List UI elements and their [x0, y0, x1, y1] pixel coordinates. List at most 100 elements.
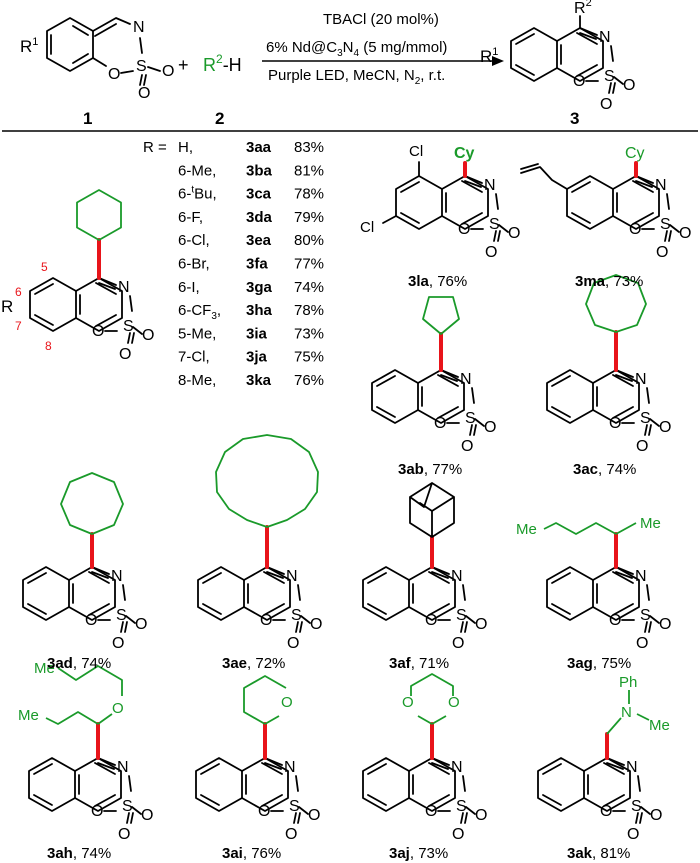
reactant-2-label: 2 [215, 109, 224, 128]
table-row: H, 3aa 83% [178, 139, 324, 156]
label-3ab: 3ab, 77% [398, 461, 462, 478]
compound-3ag: Me Me [516, 515, 673, 653]
general-structure: R 5 6 7 8 [1, 189, 156, 364]
compound-3aj: O O [362, 673, 489, 844]
cl-label-2: Cl [360, 219, 374, 236]
compound-3ai: O [195, 675, 322, 844]
yield-cell: 75% [294, 349, 324, 366]
me-label: Me [18, 707, 39, 724]
compound-3ah: O Me Me [18, 660, 155, 844]
product-3-label: 3 [570, 109, 579, 128]
ph-label: Ph [619, 674, 637, 691]
label-3af: 3af, 71% [389, 655, 449, 672]
cy-label: Cy [454, 145, 475, 162]
substituent-cell: 6-Br, [178, 256, 210, 273]
label-3ac: 3ac, 74% [573, 461, 636, 478]
yield-cell: 81% [294, 162, 324, 179]
yield-cell: 80% [294, 232, 324, 249]
r-label: R [1, 297, 13, 316]
table-row: 6-Cl, 3ea 80% [178, 232, 324, 249]
label-3ag: 3ag, 75% [567, 655, 631, 672]
label-3la: 3la, 76% [408, 273, 467, 290]
substituent-cell: H, [178, 139, 193, 156]
r2-label: R2 [574, 0, 592, 17]
cy-label: Cy [625, 145, 645, 162]
substituent-cell: 6-Cl, [178, 232, 210, 249]
yield-cell: 77% [294, 256, 324, 273]
label-3ae: 3ae, 72% [222, 655, 285, 672]
yield-cell: 79% [294, 209, 324, 226]
substituent-cell: 5-Me, [178, 325, 216, 342]
label-3ad: 3ad, 74% [47, 655, 111, 672]
o-label: O [281, 694, 293, 711]
substituent-cell: 6-CF3, [178, 302, 221, 322]
position-6: 6 [15, 285, 22, 299]
compound-3ab [371, 296, 498, 456]
label-3ai: 3ai, 76% [222, 845, 281, 862]
substituent-cell: 7-Cl, [178, 349, 210, 366]
label-3ma: 3ma, 73% [575, 273, 643, 290]
compound-3ak: N Ph Me [537, 674, 670, 844]
reagent-2: R2-H [203, 52, 242, 75]
condition-line-1: TBACl (20 mol%) [323, 11, 439, 28]
atom-o2: O [162, 63, 174, 80]
yield-cell: 78% [294, 302, 324, 319]
reaction-header: N S O O O R1 1 + R2-H 2 TBACl (20 mol%) … [20, 0, 637, 128]
position-7: 7 [15, 319, 22, 333]
position-8: 8 [45, 339, 52, 353]
reactant-1-label: 1 [83, 109, 92, 128]
yield-cell: 76% [294, 372, 324, 389]
compound-code-cell: 3aa [246, 139, 272, 156]
plus-sign: + [178, 55, 189, 75]
me-label-2: Me [34, 660, 55, 677]
table-header: R = [143, 139, 167, 156]
label-3ah: 3ah, 74% [47, 845, 111, 862]
compound-code-cell: 3ia [246, 325, 268, 342]
substituent-cell: 6-F, [178, 209, 203, 226]
yield-cell: 78% [294, 186, 324, 203]
table-row: 8-Me, 3ka 76% [178, 372, 324, 389]
substituent-cell: 6-Me, [178, 162, 216, 179]
atom-s: S [136, 58, 147, 75]
o-label: O [448, 694, 460, 711]
condition-line-2: 6% Nd@C3N4 (5 mg/mmol) [266, 39, 447, 59]
yield-cell: 73% [294, 325, 324, 342]
arrow-head [492, 56, 504, 66]
me-label: Me [649, 717, 670, 734]
o-label-2: O [402, 694, 414, 711]
compound-code-cell: 3ga [246, 279, 273, 296]
r1-label-product: R1 [480, 46, 498, 66]
yield-cell: 83% [294, 139, 324, 156]
me-label: Me [640, 515, 661, 532]
compound-3ac [546, 274, 673, 456]
compound-code-cell: 3ca [246, 186, 272, 203]
compound-code-cell: 3ka [246, 372, 272, 389]
atom-o: O [108, 66, 120, 83]
o-label: O [112, 700, 124, 717]
label-3ak: 3ak, 81% [567, 845, 630, 862]
table-row: 6-tBu, 3ca 78% [178, 185, 324, 203]
substituent-cell: 6-tBu, [178, 185, 217, 203]
substituent-cell: 8-Me, [178, 372, 216, 389]
compound-code-cell: 3fa [246, 256, 268, 273]
compound-code-cell: 3ja [246, 349, 268, 366]
compound-3af [362, 482, 489, 653]
compound-3ma: Cy [520, 145, 693, 262]
compound-3la: Cy Cl Cl [360, 143, 522, 262]
atom-o3: O [138, 85, 150, 102]
compound-3ad [22, 472, 149, 653]
product-3-structure: R2 R1 [480, 0, 637, 114]
r1-label: R1 [20, 36, 38, 56]
table-row: 6-F, 3da 79% [178, 209, 324, 226]
compound-code-cell: 3ea [246, 232, 272, 249]
compound-3ae [197, 434, 324, 653]
compound-code-cell: 3da [246, 209, 273, 226]
condition-line-3: Purple LED, MeCN, N2, r.t. [268, 67, 445, 87]
reactant-1-structure: N S O O O R1 [20, 17, 174, 102]
me-label-2: Me [516, 521, 537, 538]
